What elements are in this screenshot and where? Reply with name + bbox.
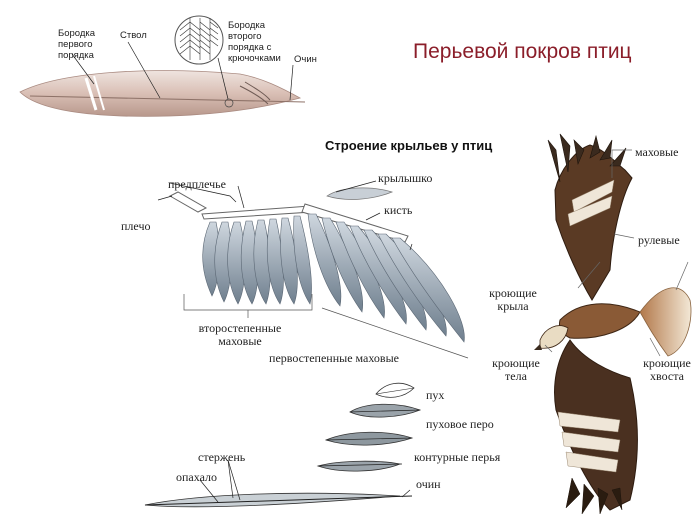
label-primary-flight: первостепенные маховые <box>269 351 399 365</box>
label-down: пух <box>426 388 445 402</box>
label-vane: опахало <box>176 470 218 484</box>
label-down-feather: пуховое перо <box>426 417 494 431</box>
label-barb-first-order: Бородка первого порядка <box>58 28 96 61</box>
feather-types <box>144 382 422 508</box>
wing-diagram-title: Строение крыльев у птиц <box>325 138 493 153</box>
label-quill-bottom: очин <box>416 477 441 491</box>
wing-illustration <box>157 180 469 359</box>
label-tail-coverts: кроющие хвоста <box>643 356 691 383</box>
label-quill-top: Очин <box>294 54 317 65</box>
label-wing-coverts: кроющие крыла <box>489 286 537 313</box>
label-shoulder: плечо <box>121 219 151 233</box>
label-hand: кисть <box>384 203 413 217</box>
bird-illustration <box>534 133 692 515</box>
label-flight-feathers: маховые <box>635 145 679 159</box>
label-shaft: Ствол <box>120 30 147 41</box>
label-secondary-flight: второстепенные маховые <box>198 321 282 348</box>
page-title: Перьевой покров птиц <box>413 40 632 63</box>
label-forearm: предплечье <box>168 177 226 191</box>
label-body-coverts: кроющие тела <box>492 356 540 383</box>
barb-magnifier <box>174 15 224 65</box>
label-alula: крылышко <box>378 171 433 185</box>
label-rachis: стержень <box>198 450 246 464</box>
label-tail-feathers: рулевые <box>638 233 680 247</box>
top-feather <box>19 70 306 117</box>
label-contour-feathers: контурные перья <box>414 450 501 464</box>
label-barb-second-order: Бородка второго порядка с крючочками <box>228 20 281 64</box>
